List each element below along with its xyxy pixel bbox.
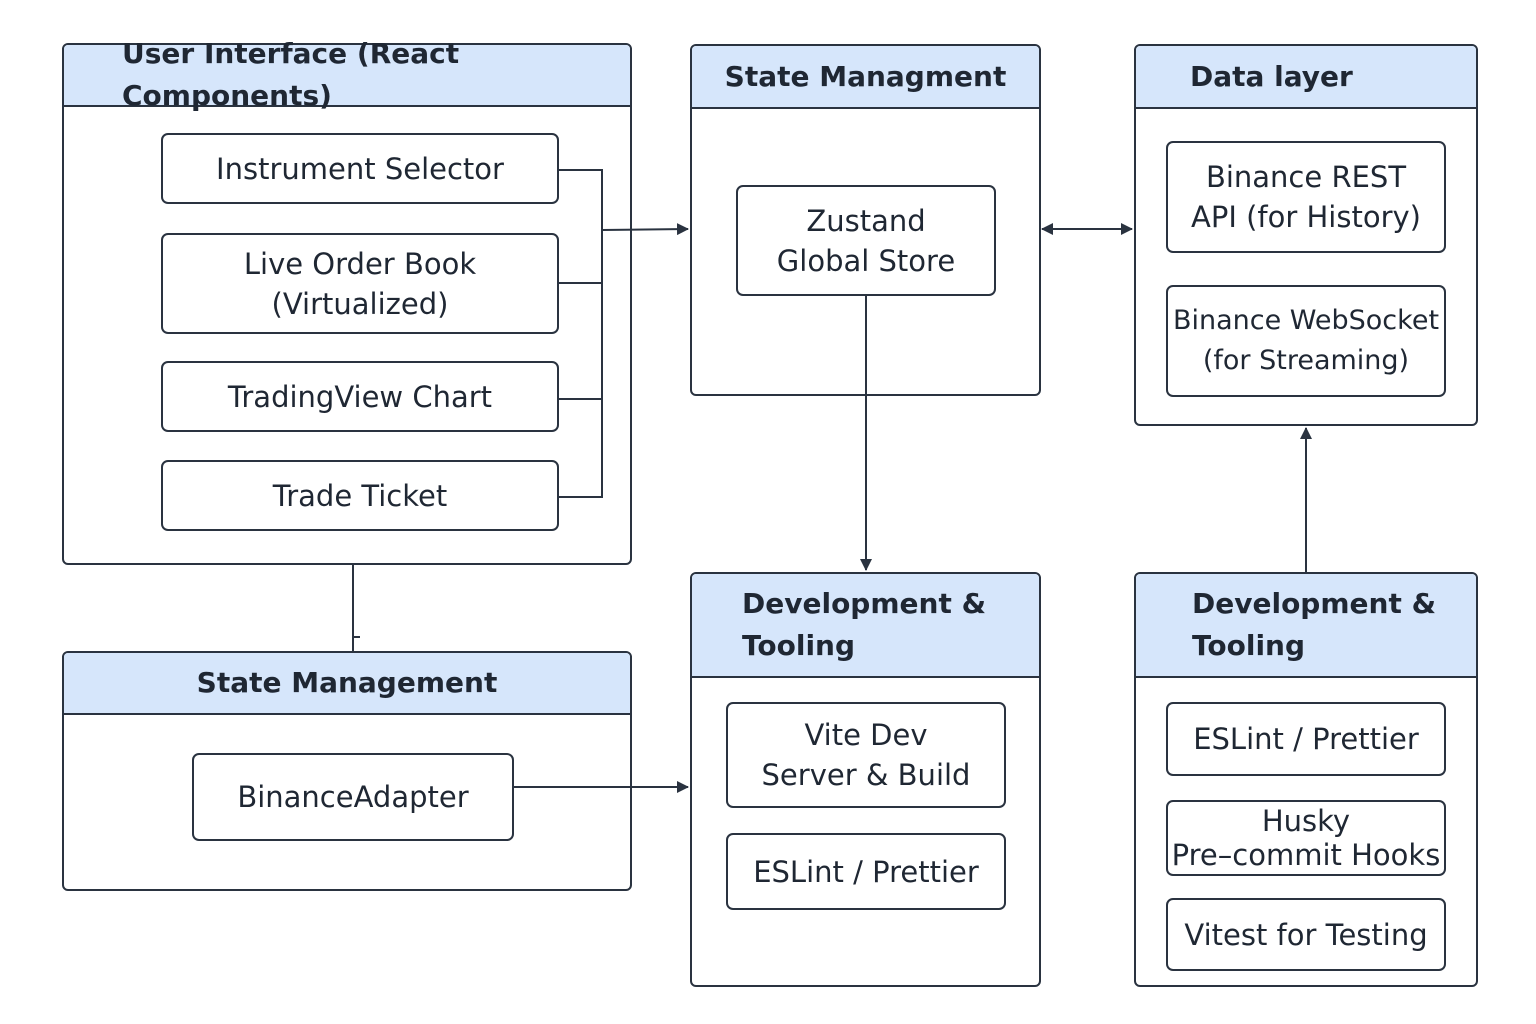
data-layer-title: Data layer bbox=[1190, 59, 1353, 93]
tradingview-chart-box: TradingView Chart bbox=[161, 361, 559, 432]
live-order-book-box: Live Order Book (Virtualized) bbox=[161, 233, 559, 334]
binance-rest-api-box: Binance REST API (for History) bbox=[1166, 141, 1446, 253]
vite-dev-server-box: Vite Dev Server & Build bbox=[726, 702, 1006, 808]
husky-hooks-box: Husky Pre–commit Hooks bbox=[1166, 800, 1446, 876]
eslint-prettier-mid-box: ESLint / Prettier bbox=[726, 833, 1006, 910]
zustand-store-box: Zustand Global Store bbox=[736, 185, 996, 296]
dev-tooling-right-title: Development & Tooling bbox=[1192, 587, 1437, 662]
state-management-top-header: State Managment bbox=[692, 46, 1039, 109]
dev-tooling-mid-header: Development & Tooling bbox=[692, 574, 1039, 678]
state-management-bottom-header: State Management bbox=[64, 653, 630, 715]
binance-websocket-box: Binance WebSocket (for Streaming) bbox=[1166, 285, 1446, 397]
state-management-top-title: State Managment bbox=[724, 59, 1007, 93]
eslint-prettier-right-box: ESLint / Prettier bbox=[1166, 702, 1446, 776]
ui-panel-title: User Interface (React Components) bbox=[122, 37, 460, 112]
binance-adapter-box: BinanceAdapter bbox=[192, 753, 514, 841]
dev-tooling-right-header: Development & Tooling bbox=[1136, 574, 1476, 678]
trade-ticket-box: Trade Ticket bbox=[161, 460, 559, 531]
dev-tooling-mid-title: Development & Tooling bbox=[742, 587, 987, 662]
vitest-box: Vitest for Testing bbox=[1166, 898, 1446, 971]
state-management-bottom-panel: State Management bbox=[62, 651, 632, 891]
instrument-selector-box: Instrument Selector bbox=[161, 133, 559, 204]
ui-panel-header: User Interface (React Components) bbox=[64, 37, 630, 112]
state-management-bottom-title: State Management bbox=[196, 666, 498, 699]
data-layer-header: Data layer bbox=[1136, 46, 1476, 109]
